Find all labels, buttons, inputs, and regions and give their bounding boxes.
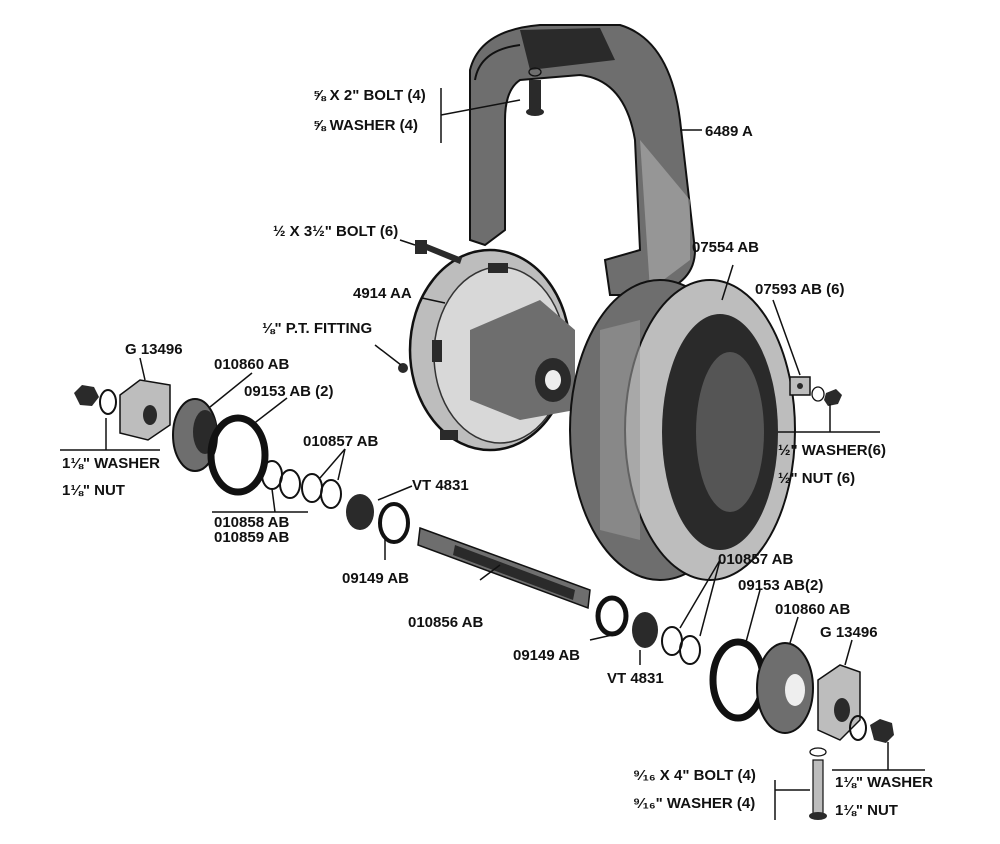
bolt-1-2-part [415,240,462,264]
label-spacer-right: 010857 AB [718,551,793,568]
label-fork: 6489 A [705,123,753,140]
label-cup-right: 09149 AB [513,647,580,664]
label-nut-left: 1⅛" NUT [62,482,125,499]
label-clamp: 07593 AB (6) [755,281,845,298]
axle-part [417,526,591,610]
label-washer-half: ½" WASHER(6) [778,442,886,459]
label-washer-left: 1⅛" WASHER [62,455,160,472]
right-cap-part [756,642,814,734]
label-cap-left: 010860 AB [214,356,289,373]
label-cap-right: 010860 AB [775,601,850,618]
labels: ⅝ X 2" BOLT (4) ⅝ WASHER (4) 6489 A ½ X … [62,87,933,819]
right-rings-part [661,626,701,665]
left-block-part [119,379,171,441]
leader-lines [60,88,925,820]
label-washer-right: 1⅛" WASHER [835,774,933,791]
left-seal-part [207,414,269,496]
right-block-part [817,664,861,741]
left-rings-part [261,460,342,509]
label-axle: 010856 AB [408,614,483,631]
label-drum-tire: 07554 AB [692,239,759,256]
label-washer-9-16: ⁹⁄₁₆" WASHER (4) [633,795,755,812]
left-nut-part [74,385,117,415]
clamp-part [789,376,842,406]
label-block-left: G 13496 [125,341,183,358]
label-cup-left: 09149 AB [342,570,409,587]
label-rings-b: 010859 AB [214,529,289,546]
label-nut-half: ½" NUT (6) [778,470,855,487]
label-pt-fitting: ⅛" P.T. FITTING [262,320,372,337]
label-seal-left: 09153 AB (2) [244,383,334,400]
label-bolt-9-16: ⁹⁄₁₆ X 4" BOLT (4) [633,767,756,784]
drum-wheel [569,279,796,581]
right-bearing-part [595,595,658,648]
right-seal-part [709,638,767,722]
bolt-5-8-part [526,67,544,116]
label-spacer-left: 010857 AB [303,433,378,450]
label-bolt-5-8: ⅝ X 2" BOLT (4) [313,87,426,104]
label-seal-right: 09153 AB(2) [738,577,823,594]
label-bolt-1-2: ½ X 3½" BOLT (6) [273,223,398,240]
label-rings-a: 010858 AB [214,514,289,531]
left-bearing-part [346,494,410,544]
label-hub-plate: 4914 AA [353,285,412,302]
label-nut-right: 1⅛" NUT [835,802,898,819]
label-bearing-right: VT 4831 [607,670,664,687]
label-block-right: G 13496 [820,624,878,641]
label-bearing-left: VT 4831 [412,477,469,494]
label-washer-5-8: ⅝ WASHER (4) [313,117,418,134]
hub-plate [408,248,575,452]
bolt-9-16-part [809,747,827,820]
fork-bracket [469,24,697,296]
right-nut-part [849,715,894,743]
